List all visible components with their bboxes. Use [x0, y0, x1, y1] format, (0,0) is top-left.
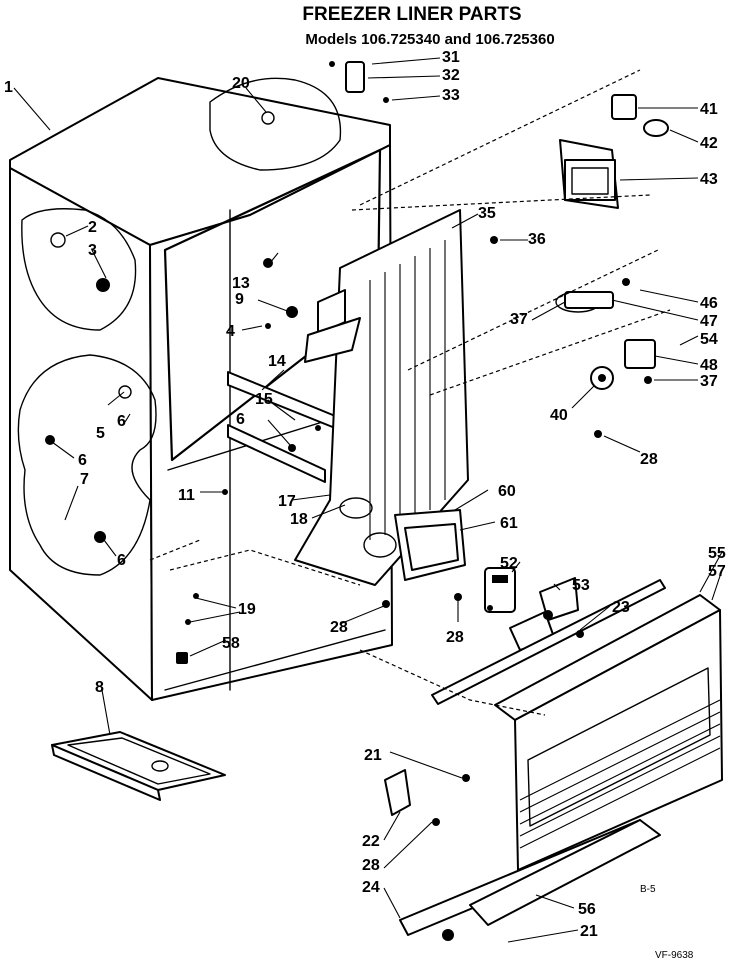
front-grille-assembly	[399, 579, 723, 941]
callout-56: 56	[578, 901, 596, 918]
callout-35: 35	[478, 205, 496, 222]
callout-58: 58	[222, 635, 240, 652]
callout-28b: 28	[330, 619, 348, 636]
light-assembly	[559, 94, 669, 209]
callout-6a: 6	[117, 413, 126, 430]
callout-54: 54	[700, 331, 718, 348]
callout-28d: 28	[362, 857, 380, 874]
drain-pan	[51, 731, 226, 801]
callout-41: 41	[700, 101, 718, 118]
callout-46: 46	[700, 295, 718, 312]
callout-40: 40	[550, 407, 568, 424]
fan-shroud-assembly	[363, 509, 466, 581]
callout-36: 36	[528, 231, 546, 248]
callout-11: 11	[178, 487, 195, 504]
figure-code: VF-9638	[655, 950, 694, 961]
callout-32: 32	[442, 67, 460, 84]
callout-3: 3	[88, 242, 97, 259]
callout-53: 53	[572, 577, 590, 594]
assembly-lines	[149, 69, 671, 716]
callout-14: 14	[268, 353, 286, 370]
callout-22: 22	[362, 833, 380, 850]
callout-6b: 6	[78, 452, 87, 469]
callout-2: 2	[88, 219, 97, 236]
callout-33: 33	[442, 87, 460, 104]
callout-21b: 21	[580, 923, 598, 940]
callout-labels: 1 2 3 4 5 6 6 6 6 7 8 9 11 13 14 15 17 1…	[4, 49, 726, 940]
callout-47: 47	[700, 313, 718, 330]
callout-8: 8	[95, 679, 104, 696]
callout-6d: 6	[117, 552, 126, 569]
callout-24: 24	[362, 879, 380, 896]
callout-57: 57	[708, 563, 726, 580]
callout-43: 43	[700, 171, 718, 188]
callout-20: 20	[232, 75, 250, 92]
callout-4: 4	[226, 323, 235, 340]
control-assembly	[555, 278, 656, 438]
callout-23: 23	[612, 599, 630, 616]
diagram-subtitle: Models 106.725340 and 106.725360	[305, 31, 554, 48]
callout-15: 15	[255, 391, 273, 408]
diagram-title: FREEZER LINER PARTS	[302, 4, 521, 25]
callout-9: 9	[235, 291, 244, 308]
callout-60: 60	[498, 483, 516, 500]
callout-6c: 6	[236, 411, 245, 428]
callout-18: 18	[290, 511, 308, 528]
callout-37b: 37	[700, 373, 718, 390]
callout-28a: 28	[640, 451, 658, 468]
small-hardware	[329, 61, 584, 826]
callout-48: 48	[700, 357, 718, 374]
callout-7: 7	[80, 471, 89, 488]
callout-13: 13	[232, 275, 250, 292]
callout-5: 5	[96, 425, 105, 442]
callout-17: 17	[278, 493, 296, 510]
callout-19: 19	[238, 601, 256, 618]
callout-61: 61	[500, 515, 518, 532]
callout-21a: 21	[364, 747, 382, 764]
page-code: B-5	[640, 884, 656, 895]
callout-37a: 37	[510, 311, 528, 328]
callout-28c: 28	[446, 629, 464, 646]
callout-42: 42	[700, 135, 718, 152]
evaporator-cover-assembly	[294, 209, 469, 586]
callout-52: 52	[500, 555, 518, 572]
callout-31: 31	[442, 49, 460, 66]
callout-1: 1	[4, 79, 13, 96]
leader-lines	[13, 57, 723, 943]
callout-55: 55	[708, 545, 726, 562]
fan-motor-and-blade	[484, 567, 579, 651]
